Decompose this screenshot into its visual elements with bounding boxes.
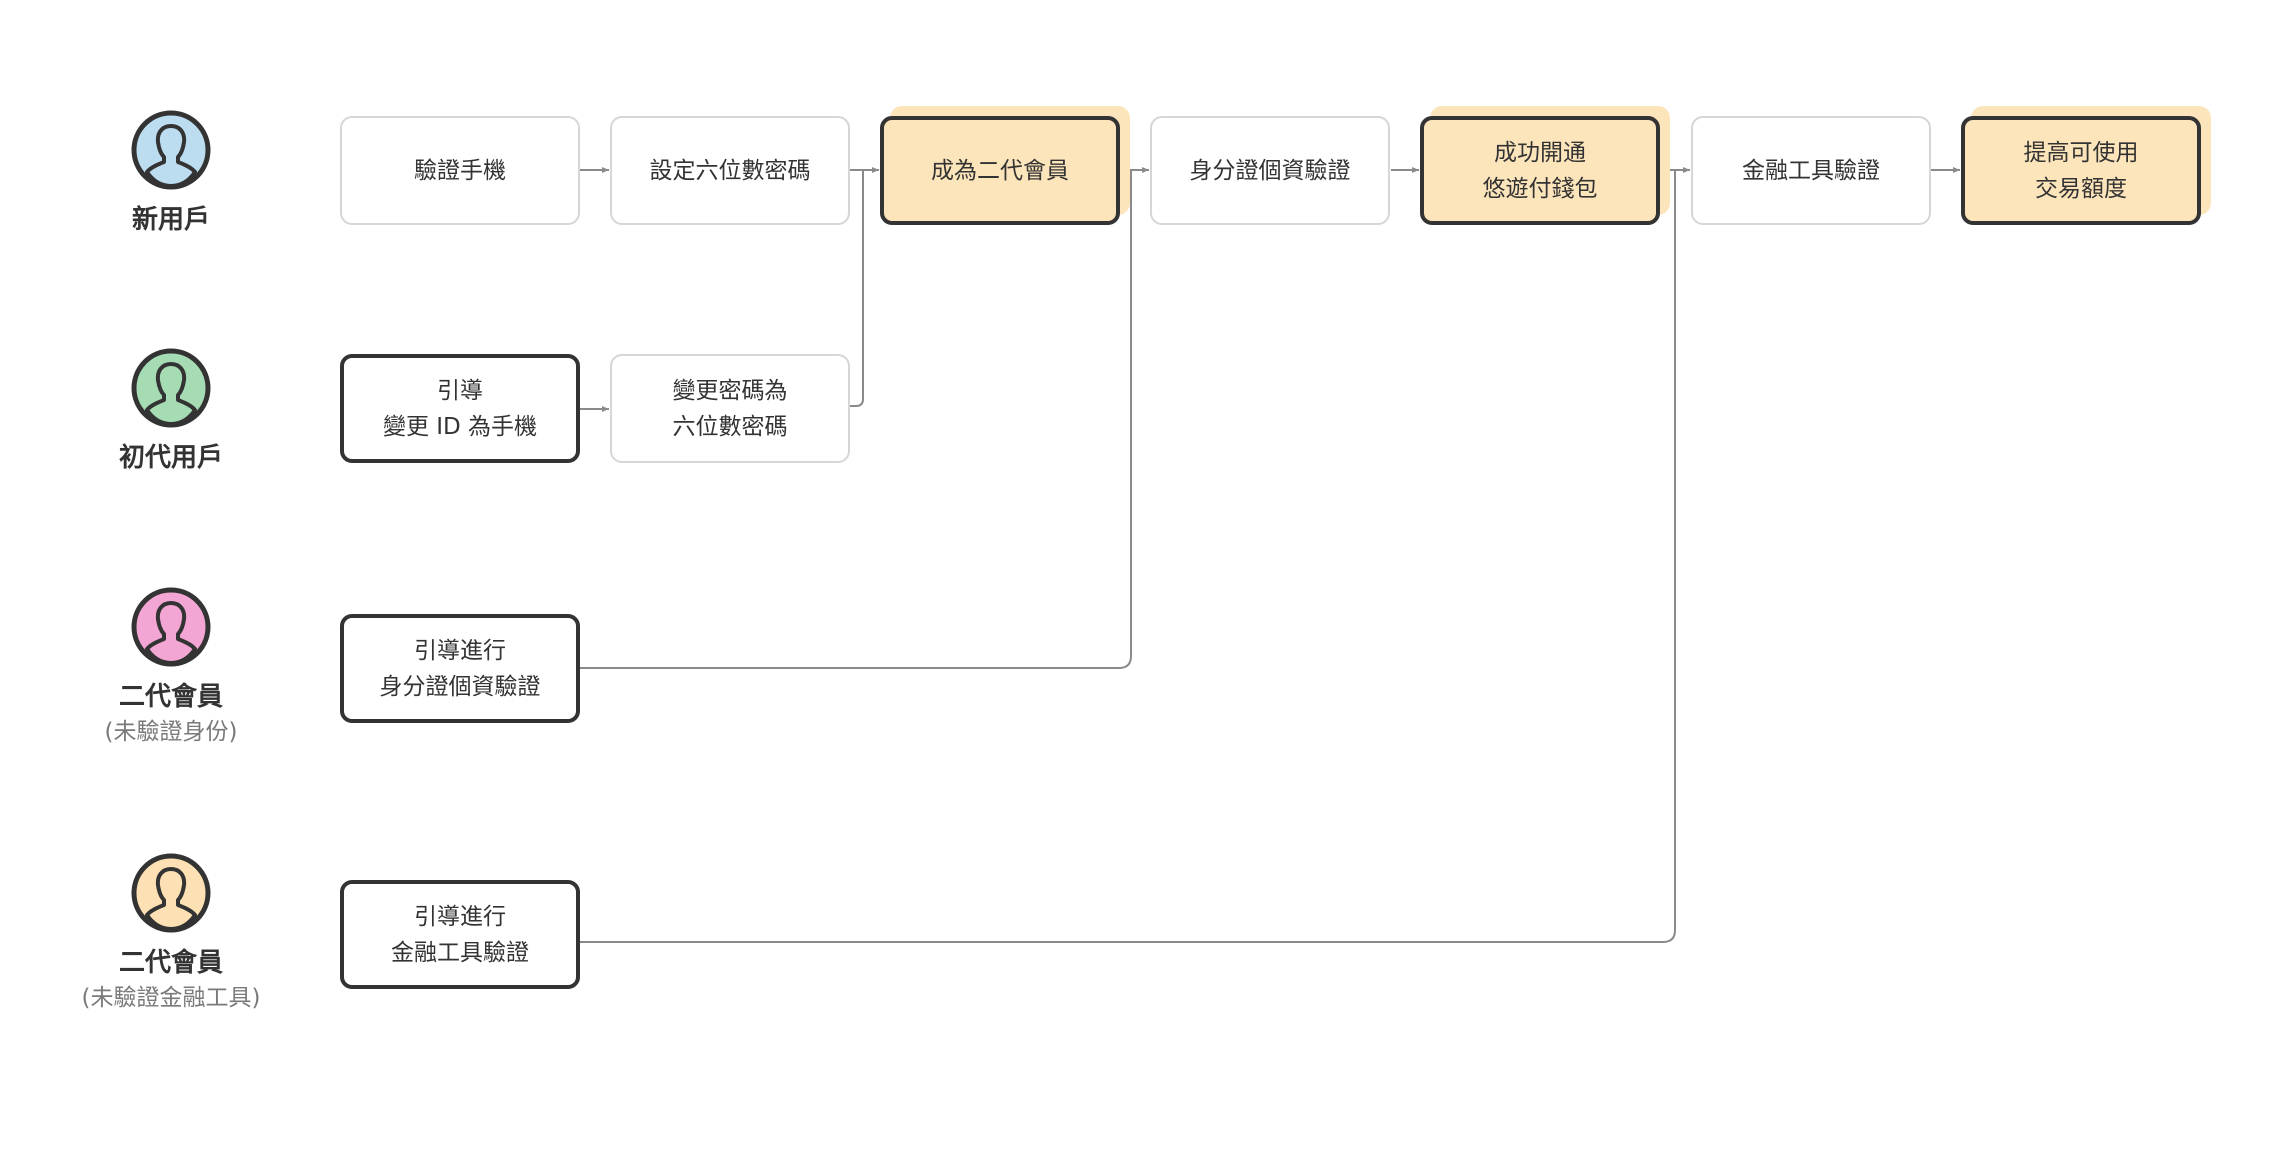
user-icon: [131, 348, 211, 428]
node-become-member: 成為二代會員: [880, 116, 1120, 225]
node-guide-fin-verify: 引導進行 金融工具驗證: [340, 880, 580, 989]
user-icon: [131, 110, 211, 190]
node-set-pin: 設定六位數密碼: [610, 116, 850, 225]
user-label: 二代會員: [118, 948, 223, 978]
node-raise-limit: 提高可使用 交易額度: [1961, 116, 2201, 225]
user-sub-label: (未驗證身份): [104, 719, 238, 745]
node-verify-phone: 驗證手機: [340, 116, 580, 225]
node-change-pin: 變更密碼為 六位數密碼: [610, 354, 850, 463]
node-fin-verify: 金融工具驗證: [1691, 116, 1931, 225]
connector-change-pin-to-become-member: [850, 170, 864, 407]
user-icon: [131, 587, 211, 667]
user-member-unverified-id: 二代會員 (未驗證身份): [56, 587, 286, 749]
user-icon: [131, 853, 211, 933]
user-label: 新用戶: [131, 205, 210, 235]
connector-guide-fin-verify-to-fin-verify: [580, 170, 1676, 943]
connector-guide-id-verify-to-id-verify: [580, 170, 1132, 669]
user-new: 新用戶: [56, 110, 286, 238]
user-legacy: 初代用戶: [56, 348, 286, 476]
node-guide-change-id: 引導 變更 ID 為手機: [340, 354, 580, 463]
user-sub-label: (未驗證金融工具): [81, 985, 261, 1011]
node-guide-id-verify: 引導進行 身分證個資驗證: [340, 614, 580, 723]
node-id-verify: 身分證個資驗證: [1150, 116, 1390, 225]
user-member-unverified-fin: 二代會員 (未驗證金融工具): [56, 853, 286, 1015]
user-label: 初代用戶: [118, 443, 223, 473]
node-wallet-open: 成功開通 悠遊付錢包: [1420, 116, 1660, 225]
user-label: 二代會員: [118, 682, 223, 712]
